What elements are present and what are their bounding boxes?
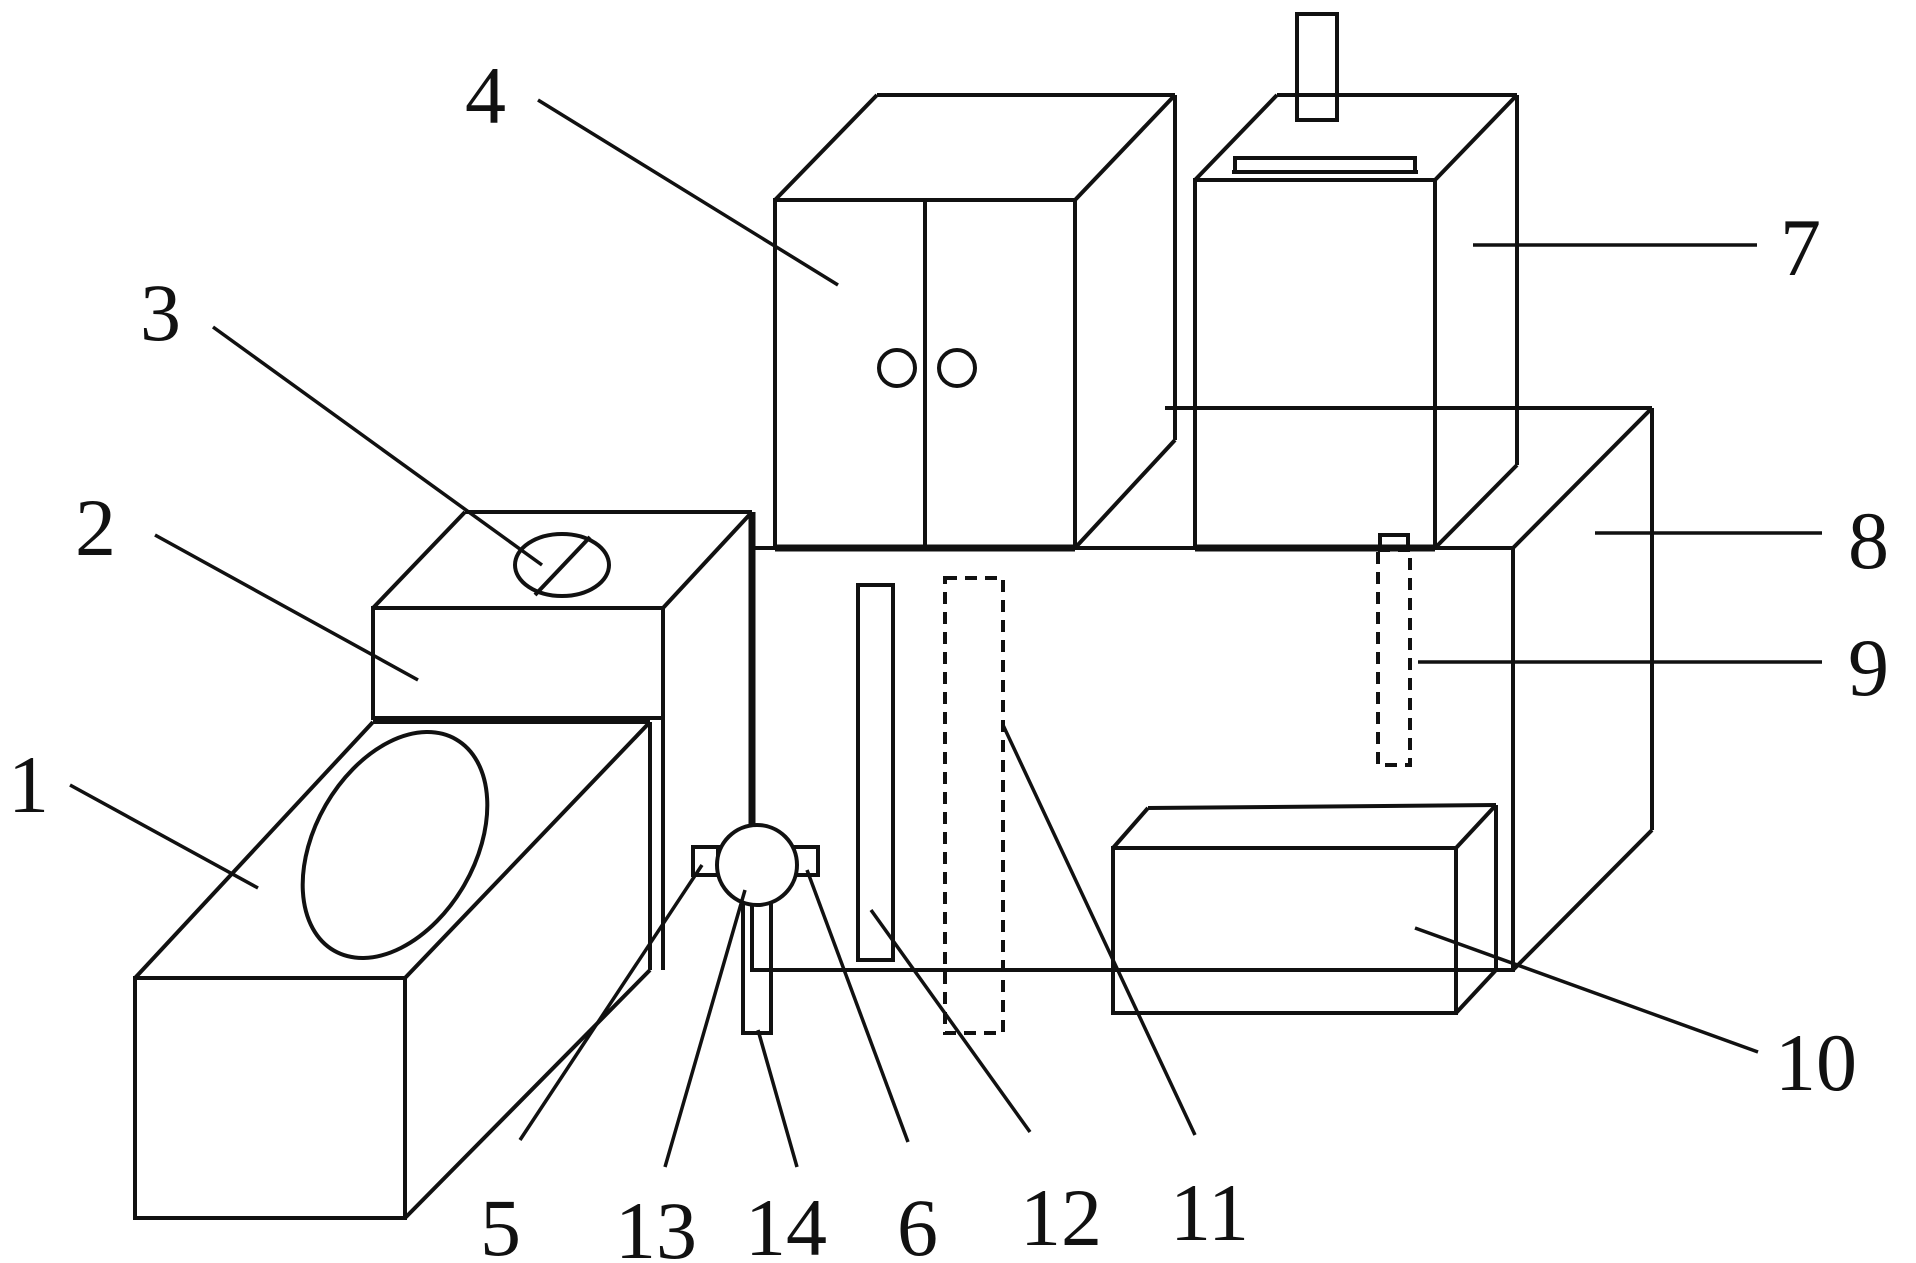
label-3: 3 xyxy=(140,267,181,358)
label-4: 4 xyxy=(465,50,506,141)
label-14: 14 xyxy=(745,1182,827,1263)
label-9: 9 xyxy=(1848,622,1889,713)
part-labels: 1 2 3 4 5 6 7 8 9 10 11 12 13 14 xyxy=(8,50,1889,1263)
label-2: 2 xyxy=(75,482,116,573)
label-1: 1 xyxy=(8,739,49,830)
door-knob-right-icon xyxy=(937,348,977,388)
component-4-cabinet xyxy=(773,93,1177,552)
label-11: 11 xyxy=(1170,1167,1249,1258)
valve-assembly xyxy=(691,823,820,1035)
label-7: 7 xyxy=(1780,202,1821,293)
component-10-lower-box xyxy=(1111,803,1498,1015)
label-8: 8 xyxy=(1848,495,1889,586)
label-5: 5 xyxy=(480,1182,521,1263)
label-12: 12 xyxy=(1020,1172,1102,1263)
label-13: 13 xyxy=(615,1185,697,1263)
component-8-base-cabinet xyxy=(748,406,1654,972)
component-3-cap xyxy=(513,532,611,598)
label-6: 6 xyxy=(897,1182,938,1263)
component-1-front-tank xyxy=(133,720,652,1220)
door-knob-left-icon xyxy=(877,348,917,388)
component-12-gauge-tube xyxy=(856,583,895,962)
component-2-upper-box xyxy=(371,510,756,970)
component-9-probe xyxy=(1376,533,1412,767)
leader-lines xyxy=(69,98,1822,1168)
component-13-valve-body xyxy=(715,823,799,907)
component-11-dashed-tube xyxy=(943,576,1005,1035)
component-7-unit xyxy=(1193,12,1519,552)
label-10: 10 xyxy=(1775,1017,1857,1108)
component-14-outlet-pipe xyxy=(741,893,773,1035)
